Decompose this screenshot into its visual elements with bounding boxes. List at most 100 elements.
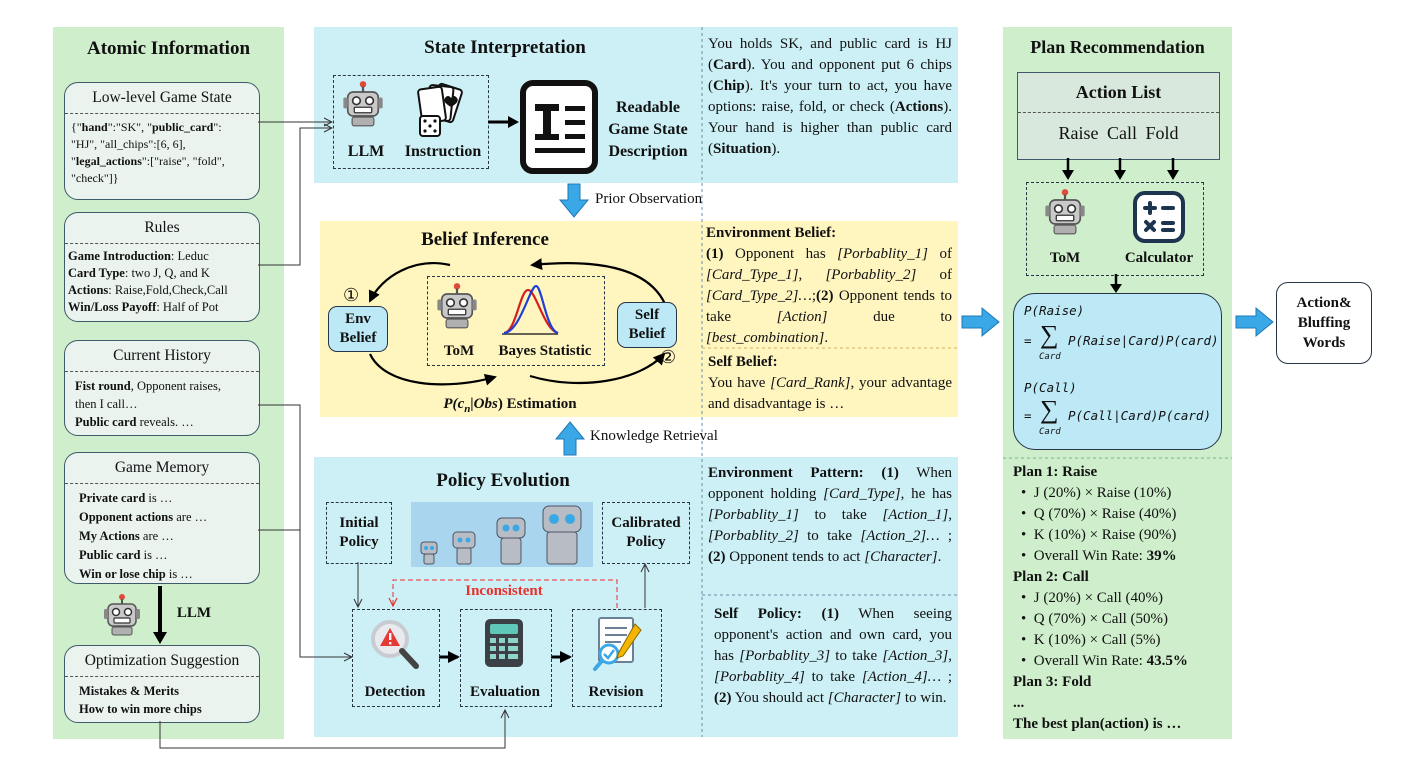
llm-down-arrow <box>153 586 167 644</box>
robot-icon <box>1045 189 1085 235</box>
tom-label: ToM <box>443 343 475 359</box>
robot-icon <box>437 283 477 329</box>
detection-box <box>352 609 440 707</box>
formula-raise-eq: P(Raise|Card)P(card) <box>1068 333 1219 348</box>
plan-2-overall: • Overall Win Rate: 43.5% <box>1021 653 1188 669</box>
detection-magnifier-icon <box>371 620 419 669</box>
atomic-title: Atomic Information <box>86 38 251 59</box>
state-text-panel <box>702 27 958 183</box>
prior-observation-label: Prior Observation <box>595 191 703 207</box>
rules-head: Rules <box>65 213 259 244</box>
action-list-title: Action List <box>1018 73 1219 113</box>
state-llm-label: LLM <box>347 143 385 160</box>
env-belief-box: Env Belief <box>328 306 388 352</box>
rules-card: Rules Game Introduction: Leduc Card Type… <box>64 212 260 322</box>
formula-call-sub: Card <box>1039 427 1061 437</box>
robots-illustration <box>411 502 593 567</box>
state-title: State Interpretation <box>424 37 586 58</box>
plan-1-item: • K (10%) × Raise (90%) <box>1021 527 1177 543</box>
environment-pattern-text: Environment Pattern: (1) When opponent h… <box>708 465 953 565</box>
game-memory-card: Game Memory Private card is … Opponent a… <box>64 452 260 584</box>
revision-box <box>572 609 662 707</box>
plan-tom-label: ToM <box>1049 250 1081 266</box>
belief-tom-group <box>427 276 605 366</box>
bayes-label: Bayes Statistic <box>498 343 592 359</box>
plan-list: Plan 1: Raise • J (20%) × Raise (10%) • … <box>1013 462 1228 735</box>
belief-title: Belief Inference <box>421 229 549 250</box>
formula-raise-head: P(Raise) <box>1024 303 1085 318</box>
output-box: Action& Bluffing Words <box>1276 282 1372 364</box>
formula-box <box>1013 293 1222 450</box>
best-plan: The best plan(action) is … <box>1013 716 1182 732</box>
formula-raise-sum: ∑ <box>1040 320 1059 349</box>
revision-document-icon <box>593 617 642 671</box>
action-list-box: Action List Raise Call Fold <box>1017 72 1220 160</box>
rules-body: Game Introduction: Leduc Card Type: two … <box>68 249 228 314</box>
formula-call-eq-sign: = <box>1024 408 1032 423</box>
calculator-icon <box>1133 191 1185 243</box>
plan-2-item: • Q (70%) × Call (50%) <box>1021 611 1169 627</box>
self-belief-text: Self Belief: You have [Card_Rank], your … <box>708 354 952 412</box>
step-one-marker: ① <box>343 285 360 305</box>
estimation-label: P(cn|Obs) Estimation <box>443 396 577 415</box>
plan-calculator-label: Calculator <box>1124 250 1194 266</box>
plan-1-item: • Q (70%) × Raise (40%) <box>1021 506 1177 522</box>
env-belief-text: Environment Belief: (1) Opponent has [Po… <box>706 225 953 346</box>
output-line: Words <box>1302 335 1346 351</box>
plan-title: Plan Recommendation <box>1030 37 1205 57</box>
belief-cycle-arrows <box>368 258 666 386</box>
knowledge-retrieval-arrow <box>554 421 586 456</box>
plan-2-item: • K (10%) × Call (5%) <box>1021 632 1161 648</box>
memory-head: Game Memory <box>65 453 259 484</box>
distribution-curves-icon <box>502 284 559 335</box>
formula-call-eq: P(Call|Card)P(card) <box>1068 408 1211 423</box>
evaluation-box <box>460 609 552 707</box>
prior-observation-arrow <box>558 183 590 218</box>
initial-policy-box: Initial Policy <box>326 502 392 564</box>
plan-1-overall: • Overall Win Rate: 39% <box>1021 548 1177 564</box>
history-body: Fist round, Opponent raises, then I call… <box>75 379 221 429</box>
step-two-marker: ② <box>660 347 677 367</box>
policy-title: Policy Evolution <box>436 470 570 491</box>
output-line: Bluffing <box>1297 315 1351 331</box>
optimization-body: Mistakes & Merits How to win more chips <box>79 684 202 716</box>
inconsistent-label: Inconsistent <box>465 583 543 599</box>
evaluation-calculator-icon <box>485 619 523 667</box>
state-arrow <box>488 116 519 128</box>
low-level-state-card: Low-level Game State {"hand":"SK", "publ… <box>64 82 260 200</box>
formula-call-sum: ∑ <box>1040 395 1059 424</box>
robot-icon <box>343 81 383 127</box>
formula-raise-eq-sign: = <box>1024 333 1032 348</box>
optimization-card: Optimization Suggestion Mistakes & Merit… <box>64 645 260 723</box>
to-output-arrow <box>1235 306 1274 338</box>
revision-label: Revision <box>588 684 644 700</box>
document-icon <box>520 80 598 174</box>
current-history-card: Current History Fist round, Opponent rai… <box>64 340 260 436</box>
self-policy-text: Self Policy: (1) When seeing opponent's … <box>714 606 953 706</box>
action-down-arrows <box>1062 158 1179 180</box>
action-list-items: Raise Call Fold <box>1058 123 1179 143</box>
plan-ellipsis: ... <box>1013 695 1025 711</box>
low-level-head: Low-level Game State <box>65 83 259 114</box>
playing-cards-icon <box>417 82 463 137</box>
formula-call-head: P(Call) <box>1024 380 1077 395</box>
plan-3-head: Plan 3: Fold <box>1013 674 1092 690</box>
formula-raise-sub: Card <box>1039 352 1061 362</box>
optimization-head: Optimization Suggestion <box>65 646 259 677</box>
policy-text-panel <box>702 457 958 737</box>
llm-label: LLM <box>176 605 212 621</box>
belief-text-panel <box>702 221 958 417</box>
output-line: Action& <box>1296 295 1352 311</box>
detection-label: Detection <box>364 684 426 700</box>
robot-icon <box>104 594 140 636</box>
knowledge-retrieval-label: Knowledge Retrieval <box>590 428 718 444</box>
plan-2-head: Plan 2: Call <box>1013 569 1089 585</box>
to-plan-arrow <box>961 306 1000 338</box>
plan-1-head: Plan 1: Raise <box>1013 464 1098 480</box>
memory-body: Private card is … Opponent actions are …… <box>79 491 208 581</box>
self-belief-box: Self Belief <box>617 302 677 348</box>
state-text: You holds SK, and public card is HJ (Car… <box>708 36 952 157</box>
